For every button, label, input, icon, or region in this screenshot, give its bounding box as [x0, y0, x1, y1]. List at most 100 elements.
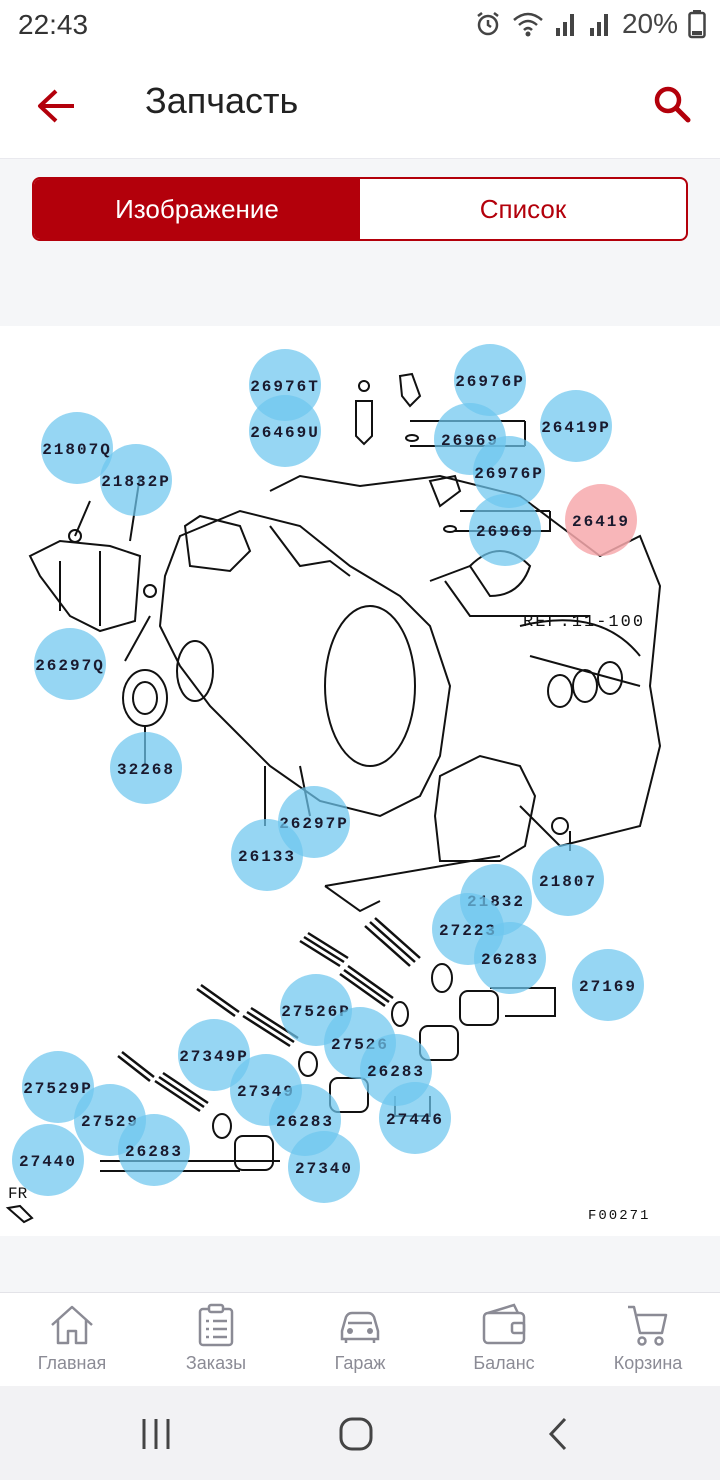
callout-bubble[interactable] — [22, 1051, 94, 1123]
status-time: 22:43 — [18, 9, 89, 40]
nav-home[interactable]: Главная — [0, 1293, 144, 1386]
callout-label: 32268 — [117, 761, 175, 779]
callout-bubble[interactable] — [540, 390, 612, 462]
callout-label: 26969 — [441, 432, 499, 450]
callout-label: 26976P — [455, 373, 525, 391]
callout-bubble[interactable] — [34, 628, 106, 700]
part-callout[interactable]: 27529P — [22, 1051, 94, 1123]
part-callout[interactable]: 26419 — [565, 484, 637, 556]
callout-bubble[interactable] — [565, 484, 637, 556]
wifi-icon — [513, 12, 543, 37]
back-button[interactable] — [30, 80, 82, 132]
callout-bubble[interactable] — [473, 436, 545, 508]
callout-label: 27223 — [439, 922, 497, 940]
callout-label: 26297Q — [35, 657, 105, 675]
bottom-navigation: Главная Заказы Гараж Баланс Корзина — [0, 1292, 720, 1386]
search-button[interactable] — [646, 78, 698, 130]
callout-label: 21807Q — [42, 441, 112, 459]
callout-bubble[interactable] — [454, 344, 526, 416]
callout-label: 21832P — [101, 473, 171, 491]
callout-bubble[interactable] — [532, 844, 604, 916]
orders-icon — [198, 1303, 234, 1347]
app-bar: Запчасть — [0, 52, 720, 158]
part-callout[interactable]: 27446 — [379, 1082, 451, 1154]
callout-label: 26297P — [279, 815, 349, 833]
nav-home-label: Главная — [37, 1353, 107, 1373]
part-callout[interactable]: 21832P — [100, 444, 172, 516]
callout-label: 26283 — [125, 1143, 183, 1161]
part-callout[interactable]: 27340 — [288, 1131, 360, 1203]
signal-icon-2 — [589, 14, 608, 36]
part-callout[interactable]: 21807Q — [41, 412, 113, 484]
nav-garage[interactable]: Гараж — [288, 1293, 432, 1386]
part-callout[interactable]: 26969 — [469, 494, 541, 566]
callout-bubble[interactable] — [118, 1114, 190, 1186]
nav-orders[interactable]: Заказы — [144, 1293, 288, 1386]
part-callout[interactable]: 32268 — [110, 732, 182, 804]
callout-bubble[interactable] — [379, 1082, 451, 1154]
callout-bubble[interactable] — [572, 949, 644, 1021]
status-icons: 20% — [474, 8, 706, 40]
callout-bubble[interactable] — [41, 412, 113, 484]
signal-icon — [555, 14, 574, 36]
part-callout[interactable]: 21807 — [532, 844, 604, 916]
callout-label: 26283 — [276, 1113, 334, 1131]
callout-bubble[interactable] — [231, 819, 303, 891]
recent-apps-button[interactable] — [132, 1414, 180, 1454]
tab-list[interactable]: Список — [479, 193, 567, 224]
part-callout[interactable]: 27349P — [178, 1019, 250, 1091]
system-navigation — [0, 1386, 720, 1480]
page-title: Запчасть — [145, 80, 299, 121]
battery-icon — [688, 10, 706, 39]
part-callout[interactable]: 27169 — [572, 949, 644, 1021]
search-icon — [654, 86, 691, 123]
nav-balance[interactable]: Баланс — [432, 1293, 576, 1386]
part-callout[interactable]: 26419P — [540, 390, 612, 462]
callout-label: 26133 — [238, 848, 296, 866]
callout-bubble[interactable] — [110, 732, 182, 804]
callout-bubble[interactable] — [12, 1124, 84, 1196]
callout-bubble[interactable] — [178, 1019, 250, 1091]
callout-label: 26976P — [474, 465, 544, 483]
ref-label: REF.11-100 — [523, 613, 645, 632]
callout-label: 27440 — [19, 1153, 77, 1171]
callout-bubble[interactable] — [100, 444, 172, 516]
tabs-bar: Изображение Список — [0, 158, 720, 326]
fr-label: FR — [8, 1185, 28, 1203]
callout-bubble[interactable] — [469, 494, 541, 566]
nav-cart-label: Корзина — [613, 1353, 683, 1373]
part-callout[interactable]: 26976P — [473, 436, 545, 508]
callout-label: 26969 — [476, 523, 534, 541]
callout-label: 26976T — [250, 378, 320, 396]
callout-label: 27169 — [579, 978, 637, 996]
part-callout[interactable]: 26283 — [118, 1114, 190, 1186]
callout-label: 27526P — [281, 1003, 351, 1021]
callout-label: 27340 — [295, 1160, 353, 1178]
recent-apps-icon — [142, 1419, 170, 1449]
alarm-icon — [477, 12, 499, 36]
diagram-drawing — [5, 372, 662, 1224]
callout-bubble[interactable] — [288, 1131, 360, 1203]
part-callout[interactable]: 26469U — [249, 395, 321, 467]
home-button[interactable] — [332, 1414, 380, 1454]
tab-image[interactable]: Изображение — [34, 179, 360, 239]
callout-label: 27446 — [386, 1111, 444, 1129]
nav-cart[interactable]: Корзина — [576, 1293, 720, 1386]
battery-percent: 20% — [621, 8, 678, 39]
callout-bubble[interactable] — [249, 395, 321, 467]
part-callout[interactable]: 27440 — [12, 1124, 84, 1196]
home-circle-icon — [339, 1417, 373, 1451]
status-bar: 22:43 20% — [0, 0, 720, 52]
content-spacer — [0, 1236, 720, 1292]
callout-bubble[interactable] — [474, 922, 546, 994]
callout-label: 21807 — [539, 873, 597, 891]
part-callout[interactable]: 26976P — [454, 344, 526, 416]
part-callout[interactable]: 26297Q — [34, 628, 106, 700]
view-switcher: Изображение Список — [32, 177, 688, 241]
system-back-button[interactable] — [534, 1414, 582, 1454]
part-callout[interactable]: 26133 — [231, 819, 303, 891]
arrow-left-icon — [38, 89, 74, 123]
part-callout[interactable]: 26283 — [474, 922, 546, 994]
diagram-canvas: REF.11-100 FR F00271 26976T26469U26976P2… — [5, 344, 662, 1224]
